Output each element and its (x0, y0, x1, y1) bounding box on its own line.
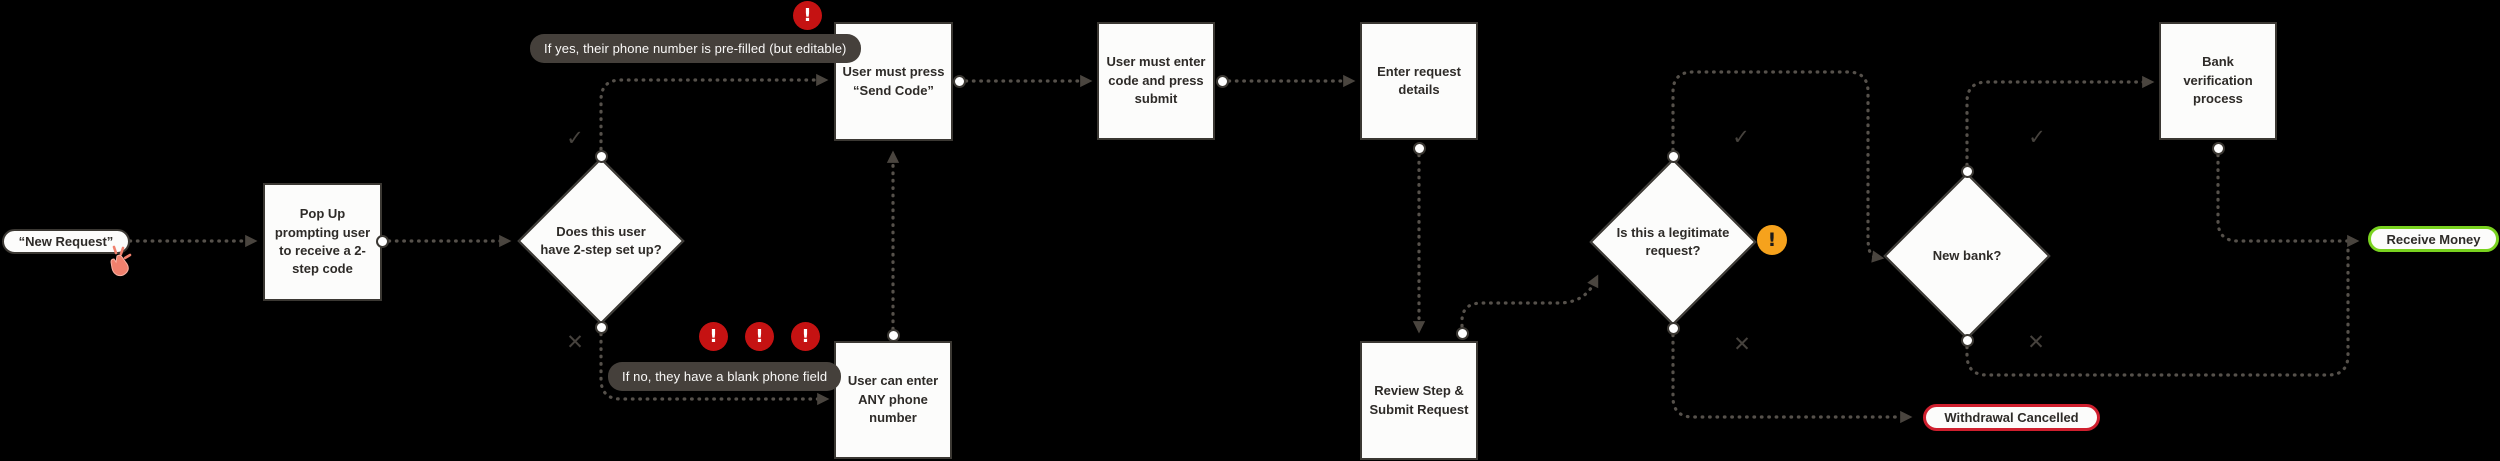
connector-dot (1667, 322, 1680, 335)
edge-legit-yes-to-newbank[interactable] (1671, 70, 1885, 263)
note-blank-phone-field[interactable]: If no, they have a blank phone field (608, 362, 842, 391)
node-bank-verification[interactable]: Bank verification process (2159, 22, 2277, 140)
node-any-phone-number[interactable]: User can enter ANY phone number (834, 341, 952, 459)
edge-verification-to-receive[interactable] (2216, 153, 2360, 248)
node-enter-request-details[interactable]: Enter request details (1360, 22, 1478, 140)
node-label: Does this user have 2-step set up? (540, 224, 662, 258)
node-label: User must enter code and press submit (1106, 54, 1206, 107)
node-new-request[interactable]: “New Request” (2, 229, 130, 254)
node-popup-2step-code[interactable]: Pop Up prompting user to receive a 2- st… (263, 183, 382, 301)
warning-icon[interactable]: ! (1757, 225, 1787, 255)
connector-dot (1667, 150, 1680, 163)
node-receive-money[interactable]: Receive Money (2368, 226, 2499, 252)
node-label: Enter request details (1377, 63, 1461, 97)
pointer-hand-cursor-icon (110, 245, 132, 277)
node-label: User can enter ANY phone number (847, 373, 939, 426)
no-x-icon: ✕ (2027, 330, 2045, 354)
alert-icon[interactable]: ! (791, 322, 820, 351)
connector-dot (595, 321, 608, 334)
edge-review-to-legit[interactable] (1460, 274, 1599, 328)
connector-dot (953, 75, 966, 88)
yes-checkmark-icon: ✓ (2028, 125, 2046, 149)
no-x-icon: ✕ (1733, 332, 1751, 356)
node-enter-code-submit[interactable]: User must enter code and press submit (1097, 22, 1215, 140)
connector-dot (1961, 334, 1974, 347)
no-x-icon: ✕ (566, 330, 584, 354)
note-prefilled-phone[interactable]: If yes, their phone number is pre-filled… (530, 34, 861, 63)
yes-checkmark-icon: ✓ (566, 126, 584, 150)
edge-2step-yes-to-sendcode[interactable] (599, 73, 829, 151)
connector-dot (595, 150, 608, 163)
alert-icon[interactable]: ! (699, 322, 728, 351)
edge-legit-no-to-cancelled[interactable] (1671, 333, 1913, 424)
edge-newbank-yes-to-verification[interactable] (1965, 75, 2155, 167)
node-label: Review Step & Submit Request (1369, 383, 1469, 417)
node-withdrawal-cancelled[interactable]: Withdrawal Cancelled (1923, 404, 2100, 431)
connector-dot (1456, 327, 1469, 340)
connector-dot (1216, 75, 1229, 88)
node-label: Pop Up prompting user to receive a 2- st… (274, 206, 371, 277)
edge-newbank-no-to-receive[interactable] (1965, 245, 2350, 377)
connector-dot (2212, 142, 2225, 155)
connector-dot (887, 329, 900, 342)
connector-dot (1413, 142, 1426, 155)
alert-icon[interactable]: ! (793, 1, 822, 30)
node-label: Bank verification process (2183, 54, 2253, 107)
node-label: Is this a legitimate request? (1616, 225, 1730, 259)
edge-2step-no-to-anyphone[interactable] (599, 332, 830, 406)
connector-dot (376, 235, 389, 248)
node-label: New bank? (1932, 248, 2002, 263)
connector-dot (1961, 165, 1974, 178)
alert-icon[interactable]: ! (745, 322, 774, 351)
node-send-code[interactable]: User must press “Send Code” (834, 22, 953, 141)
yes-checkmark-icon: ✓ (1732, 125, 1750, 149)
node-review-submit-request[interactable]: Review Step & Submit Request (1360, 341, 1478, 460)
node-label: User must press “Send Code” (842, 64, 945, 98)
